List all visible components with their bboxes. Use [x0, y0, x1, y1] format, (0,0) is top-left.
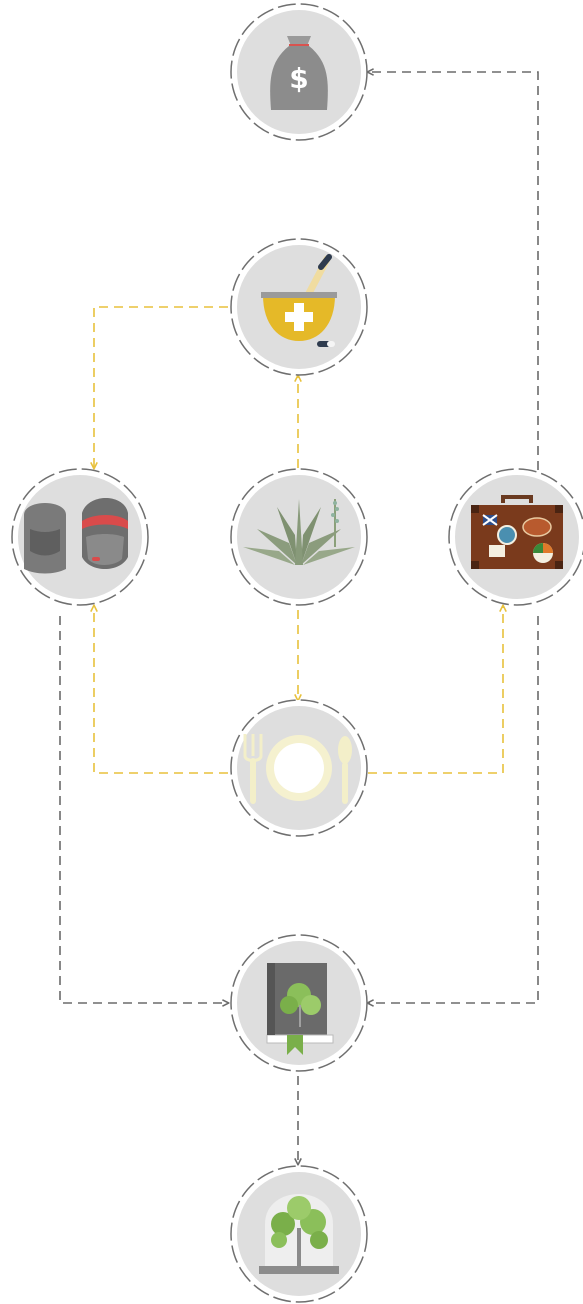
connector-food-to-travel	[368, 606, 503, 773]
node-knowledge	[231, 935, 367, 1071]
node-money: $	[231, 4, 367, 140]
dollar-sign: $	[289, 62, 308, 95]
node-travel	[449, 469, 583, 605]
connector-medicine-to-people	[94, 307, 228, 468]
connector-travel-to-money	[368, 72, 538, 470]
book-tree-icon	[267, 963, 333, 1055]
node-food	[231, 700, 367, 836]
node-people	[12, 469, 148, 605]
connector-travel-to-knowledge	[368, 616, 538, 1003]
node-medicine	[231, 239, 367, 375]
connector-food-to-people	[94, 606, 228, 773]
connector-people-to-knowledge	[60, 616, 228, 1003]
node-conservation	[231, 1166, 367, 1302]
suitcase-icon	[471, 497, 563, 569]
node-plant	[231, 469, 367, 605]
